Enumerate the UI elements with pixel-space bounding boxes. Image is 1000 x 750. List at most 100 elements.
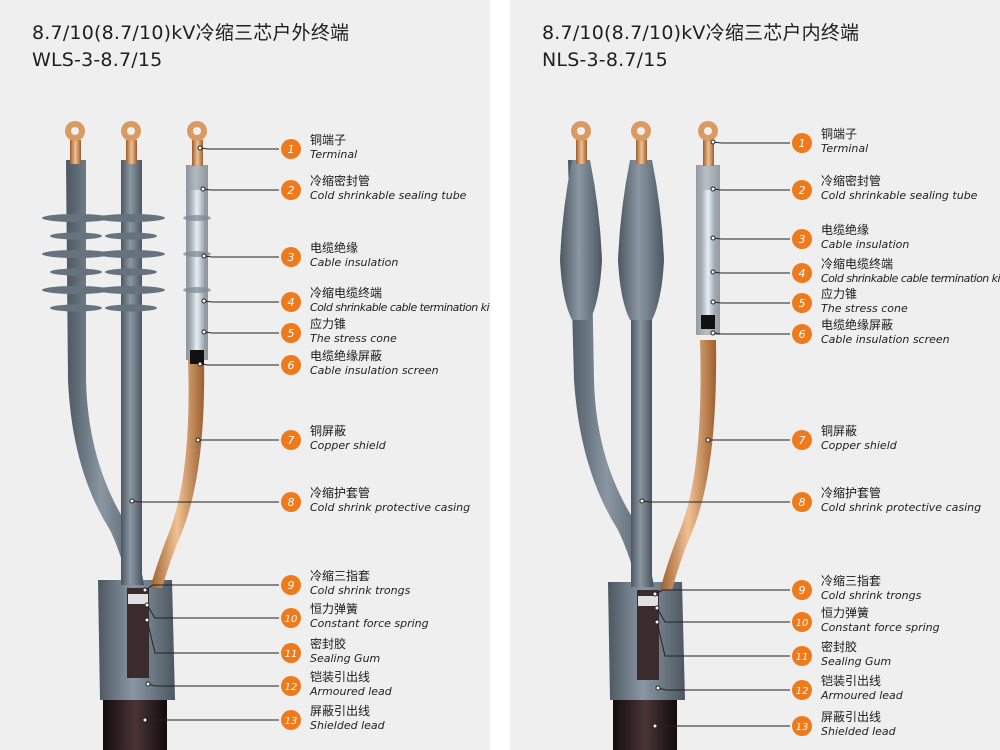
leader-line-2 xyxy=(202,188,279,191)
label-zh: 铜屏蔽 xyxy=(310,424,347,438)
panel-title: 8.7/10(8.7/10)kV冷缩三芯户内终端 NLS-3-8.7/15 xyxy=(542,20,859,74)
label-en: Terminal xyxy=(310,148,358,161)
title-line-2: NLS-3-8.7/15 xyxy=(542,49,668,71)
badge-10 xyxy=(792,612,812,632)
leg-right-copper xyxy=(150,360,205,588)
label-en: Cold shrink trongs xyxy=(310,584,411,597)
label-en: The stress cone xyxy=(310,332,397,345)
panel-title: 8.7/10(8.7/10)kV冷缩三芯户外终端 WLS-3-8.7/15 xyxy=(32,20,349,74)
label-en: The stress cone xyxy=(821,302,908,315)
badge-7 xyxy=(281,430,301,450)
label-en: Armoured lead xyxy=(310,685,392,698)
anchor-dot-8 xyxy=(639,498,645,504)
badge-2 xyxy=(281,180,301,200)
label-en: Cold shrinkable cable termination kit xyxy=(310,301,490,314)
leader-line-10 xyxy=(656,607,790,623)
anchor-dot-6 xyxy=(710,330,716,336)
label-zh: 冷缩密封管 xyxy=(821,174,882,188)
cable-insulation xyxy=(701,190,715,315)
label-zh: 屏蔽引出线 xyxy=(310,704,371,718)
leader-line-11 xyxy=(656,621,790,657)
label-en: Cable insulation xyxy=(821,238,910,251)
label-en: Cold shrinkable sealing tube xyxy=(821,189,978,202)
title-line-2: WLS-3-8.7/15 xyxy=(32,49,163,71)
label-zh: 冷缩护套管 xyxy=(310,486,371,500)
label-zh: 冷缩密封管 xyxy=(310,174,371,188)
badge-9 xyxy=(281,575,301,595)
badge-number-9: 9 xyxy=(799,584,806,597)
badge-6 xyxy=(281,355,301,375)
label-en: Copper shield xyxy=(821,439,897,452)
leader-line-4 xyxy=(712,271,790,274)
label-zh: 冷缩护套管 xyxy=(821,486,882,500)
badge-1 xyxy=(792,133,812,153)
anchor-dot-9 xyxy=(142,587,148,593)
label-zh: 密封胶 xyxy=(821,640,858,654)
anchor-dot-7 xyxy=(195,437,201,443)
anchor-dot-10 xyxy=(654,605,660,611)
label-zh: 电缆绝缘屏蔽 xyxy=(310,349,383,363)
label-zh: 恒力弹簧 xyxy=(310,602,359,616)
anchor-dot-2 xyxy=(710,186,716,192)
leader-line-1 xyxy=(712,141,790,144)
badge-number-1: 1 xyxy=(799,137,806,150)
anchor-dot-11 xyxy=(654,619,660,625)
leader-line-9 xyxy=(654,589,790,595)
badge-number-6: 6 xyxy=(799,328,806,341)
label-zh: 屏蔽引出线 xyxy=(821,710,882,724)
leader-line-6 xyxy=(712,332,790,335)
badge-number-1: 1 xyxy=(288,143,295,156)
leader-line-11 xyxy=(146,619,279,654)
label-en: Shielded lead xyxy=(310,719,385,732)
leader-line-3 xyxy=(203,255,279,258)
label-en: Sealing Gum xyxy=(821,655,892,668)
badge-5 xyxy=(281,323,301,343)
anchor-dot-1 xyxy=(197,145,203,151)
badge-number-12: 12 xyxy=(285,682,298,693)
label-zh: 冷缩电缆终端 xyxy=(821,257,894,271)
badge-number-2: 2 xyxy=(288,184,295,197)
badge-number-11: 11 xyxy=(285,649,298,660)
rain-sheds-right xyxy=(183,215,211,293)
badge-number-7: 7 xyxy=(288,434,295,447)
label-en: Cable insulation screen xyxy=(310,364,439,377)
label-en: Constant force spring xyxy=(821,621,940,634)
anchor-dot-8 xyxy=(129,498,135,504)
label-zh: 冷缩三指套 xyxy=(310,569,371,583)
label-zh: 铠装引出线 xyxy=(310,670,371,684)
leader-line-5 xyxy=(203,331,279,334)
badge-2 xyxy=(792,180,812,200)
leader-line-5 xyxy=(712,301,790,304)
anchor-dot-10 xyxy=(144,602,150,608)
leader-line-9 xyxy=(144,584,279,591)
label-zh: 铜端子 xyxy=(310,133,347,147)
badge-4 xyxy=(792,263,812,283)
leader-line-1 xyxy=(199,147,279,150)
badge-number-3: 3 xyxy=(288,251,295,264)
badge-number-7: 7 xyxy=(799,434,806,447)
badge-number-4: 4 xyxy=(288,296,295,309)
leader-lines xyxy=(129,145,279,723)
anchor-dot-9 xyxy=(652,591,658,597)
anchor-dot-2 xyxy=(200,186,206,192)
leader-line-12 xyxy=(657,687,790,691)
title-line-1: 8.7/10(8.7/10)kV冷缩三芯户内终端 xyxy=(542,22,860,44)
badge-number-4: 4 xyxy=(799,267,806,280)
badge-11 xyxy=(792,646,812,666)
label-en: Cold shrink protective casing xyxy=(310,501,471,514)
rain-sheds-middle xyxy=(97,214,165,312)
label-en: Terminal xyxy=(821,142,869,155)
badge-number-8: 8 xyxy=(288,496,295,509)
